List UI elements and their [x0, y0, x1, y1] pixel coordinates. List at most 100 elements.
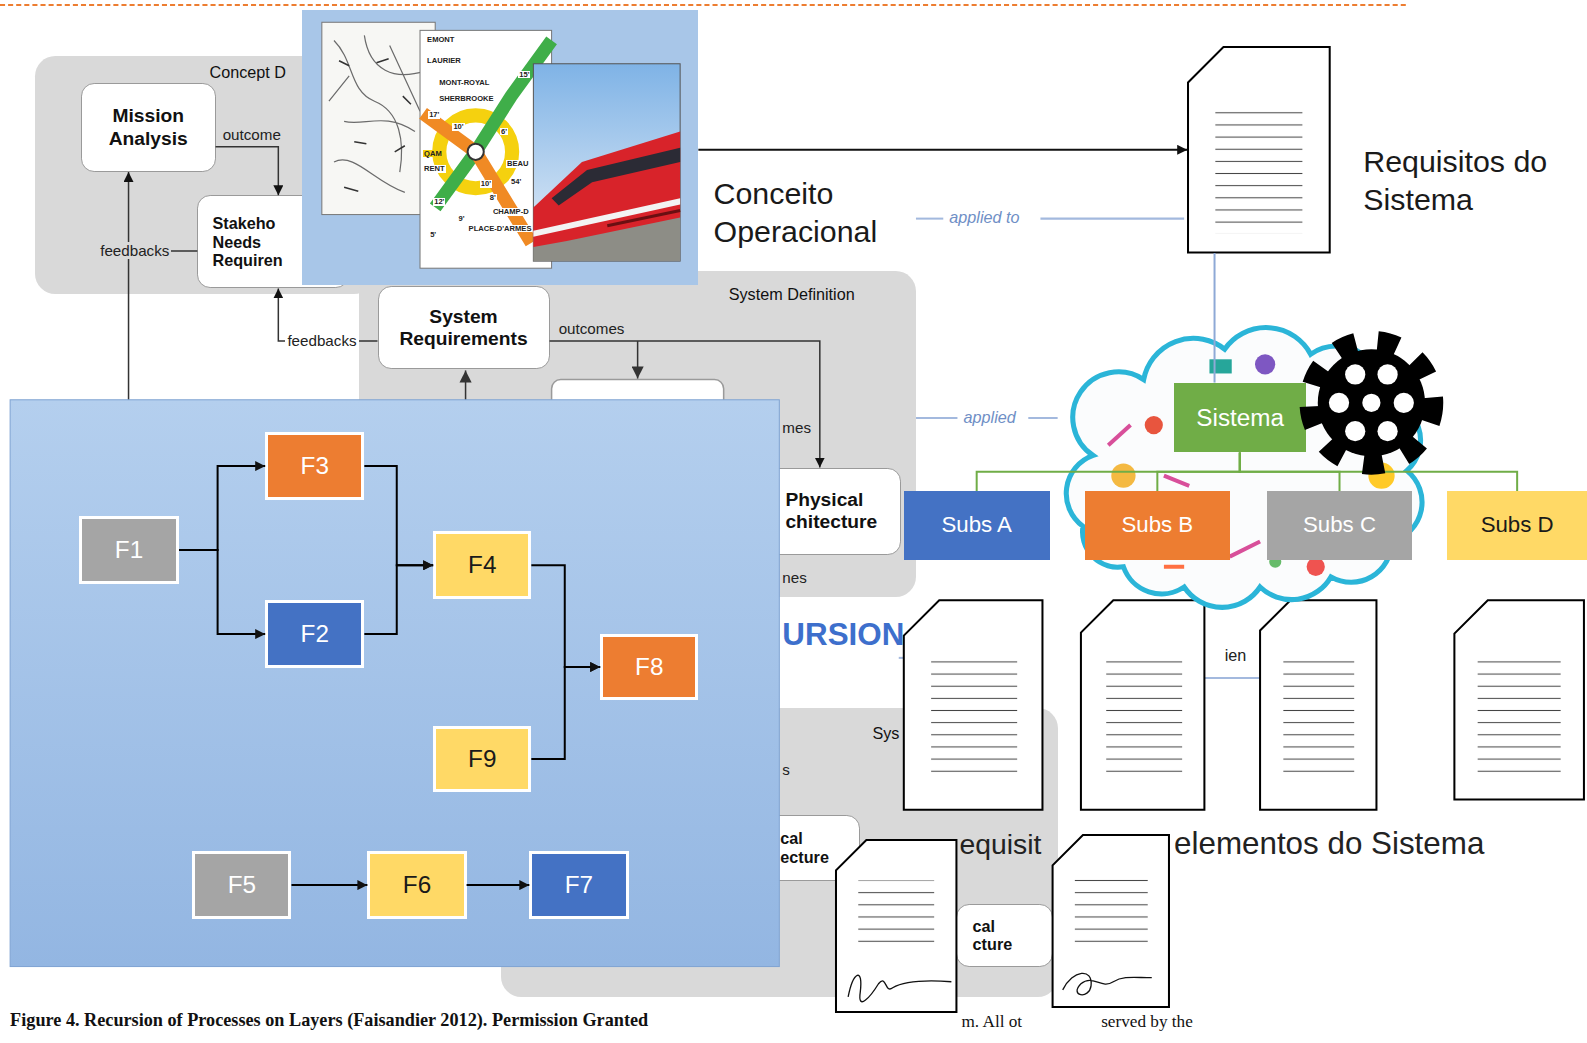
- caption-heading: Requisitos do Sistema: [1363, 143, 1570, 219]
- connector-line: [364, 466, 433, 565]
- brain-illustration-part: [1145, 416, 1163, 434]
- label-holder: nes: [782, 569, 806, 586]
- map-station-label: SHERBROOKE: [438, 95, 494, 103]
- concept-illustration: Conceito Operacional: [302, 10, 699, 285]
- metro-map-picture-part: [423, 113, 531, 243]
- box-label: F7: [565, 871, 593, 899]
- connector-layer-part: [129, 147, 1518, 885]
- signed-document-part: [836, 840, 956, 1012]
- train-photo: [533, 64, 680, 261]
- gear-icon-part: [1318, 349, 1425, 456]
- train-photo-part: [533, 64, 680, 261]
- process-box: System Requirements: [378, 286, 550, 369]
- box-label: Mission Analysis: [92, 105, 205, 149]
- process-box: cal ecture: [749, 815, 860, 881]
- subsystem-requirement-document-part: [1106, 658, 1182, 781]
- applied-leader-line-part: [1040, 218, 1184, 220]
- connector-line: [179, 466, 265, 550]
- box-label: Subs C: [1303, 512, 1376, 538]
- panel-title: Concept D: [210, 63, 286, 82]
- brain-illustration: [1066, 328, 1422, 608]
- subsystem-requirement-document-part: [1081, 600, 1204, 810]
- label-holder: 9': [457, 215, 465, 223]
- document-lines: [1216, 106, 1303, 233]
- gear-icon-part: [1329, 393, 1349, 413]
- metro-map-picture-part: [468, 144, 484, 160]
- map-station-label: 9': [457, 215, 465, 223]
- map-station-label: BEAU: [506, 160, 529, 168]
- label-holder: applied: [964, 408, 1016, 427]
- map-station-label: 17': [428, 111, 440, 119]
- connector-line: [698, 149, 1187, 151]
- metro-map-picture-part: [439, 115, 512, 188]
- label-holder: m. All ot: [962, 1012, 1023, 1032]
- subsystem-requirement-document-part: [1478, 653, 1561, 776]
- label-holder: EMONT: [426, 36, 455, 44]
- gear-icon-part: [1362, 394, 1380, 412]
- requirements-document: Requisitos do Sistema: [1187, 46, 1331, 253]
- function-box: F9: [433, 726, 531, 793]
- box-label: System Requirements: [388, 306, 540, 350]
- background-process-art-part: [128, 251, 130, 410]
- signed-document-part: [848, 975, 951, 1001]
- map-station-label: LAURIER: [426, 57, 462, 65]
- edge-label-holder: feedbacks: [98, 242, 171, 259]
- signed-document: [836, 835, 1169, 1012]
- applied-leader-line-part: [1028, 417, 1057, 419]
- train-photo-part: [533, 202, 680, 261]
- function-box: F7: [529, 851, 628, 919]
- brain-illustration-part: [1387, 511, 1403, 533]
- process-group-panel: System DefinitionSystem RequirementsPhys…: [359, 271, 916, 597]
- gear-icon: [1310, 341, 1433, 464]
- background-process-art: [129, 251, 724, 420]
- box-label: F2: [301, 620, 329, 648]
- slide-text: s: [782, 761, 790, 778]
- subsystem-requirement-document: [904, 600, 1584, 810]
- connector-line: [977, 452, 1240, 490]
- process-box: cal cture: [956, 904, 1052, 967]
- box-label: F5: [228, 871, 256, 899]
- caption-heading: Conceito Operacional: [714, 175, 947, 251]
- signed-document-part: [1063, 973, 1152, 994]
- subsystem-requirement-document-part: [904, 600, 1043, 810]
- subsystem-requirement-document-part: [1283, 658, 1354, 781]
- label-holder: CHAMP-D: [492, 208, 530, 216]
- label-holder: elementos do Sistema: [1174, 826, 1484, 862]
- process-box: Physical chitecture: [754, 468, 901, 555]
- slide-text: ien: [1225, 646, 1247, 665]
- slide-text: applied to: [949, 208, 1019, 227]
- panel-title: Sys: [872, 724, 899, 743]
- label-holder: 5': [429, 231, 437, 239]
- subsystem-requirement-document-part: [931, 658, 1017, 781]
- subsystem-box: Subs A: [904, 491, 1050, 560]
- map-station-label: 5': [429, 231, 437, 239]
- label-holder: 54': [510, 178, 522, 186]
- subsystem-box: Subs B: [1085, 491, 1230, 560]
- label-holder: BEAU: [506, 160, 529, 168]
- box-label: F1: [115, 536, 143, 564]
- label-holder: ien: [1225, 646, 1247, 665]
- signed-document-part: [1053, 835, 1169, 1007]
- label-holder: applied to: [949, 208, 1019, 227]
- brain-illustration-part: [1178, 535, 1200, 557]
- applied-leader-line-part: [899, 657, 904, 659]
- caption-holder: Figure 4. Recursion of Processes on Laye…: [10, 1010, 648, 1031]
- connector-line: [216, 147, 279, 196]
- train-photo-part: [607, 211, 680, 226]
- edge-label-holder: outcome: [221, 126, 283, 143]
- process-group-panel: Concept DMission AnalysisStakeho Needs R…: [35, 56, 374, 294]
- slide-text: applied: [964, 408, 1016, 427]
- box-label: F4: [468, 551, 496, 579]
- illustration-layer-part: [10, 22, 1584, 1012]
- slide-text: mes: [782, 419, 811, 436]
- box-label: F8: [635, 653, 663, 681]
- label-holder: equisit: [959, 828, 1041, 861]
- metro-map-picture-part: [420, 30, 552, 268]
- function-box: F2: [265, 600, 364, 668]
- connector-line: [1240, 452, 1340, 490]
- map-station-label: 54': [510, 178, 522, 186]
- brain-illustration-part: [1103, 496, 1184, 567]
- document-outline: [1188, 47, 1330, 252]
